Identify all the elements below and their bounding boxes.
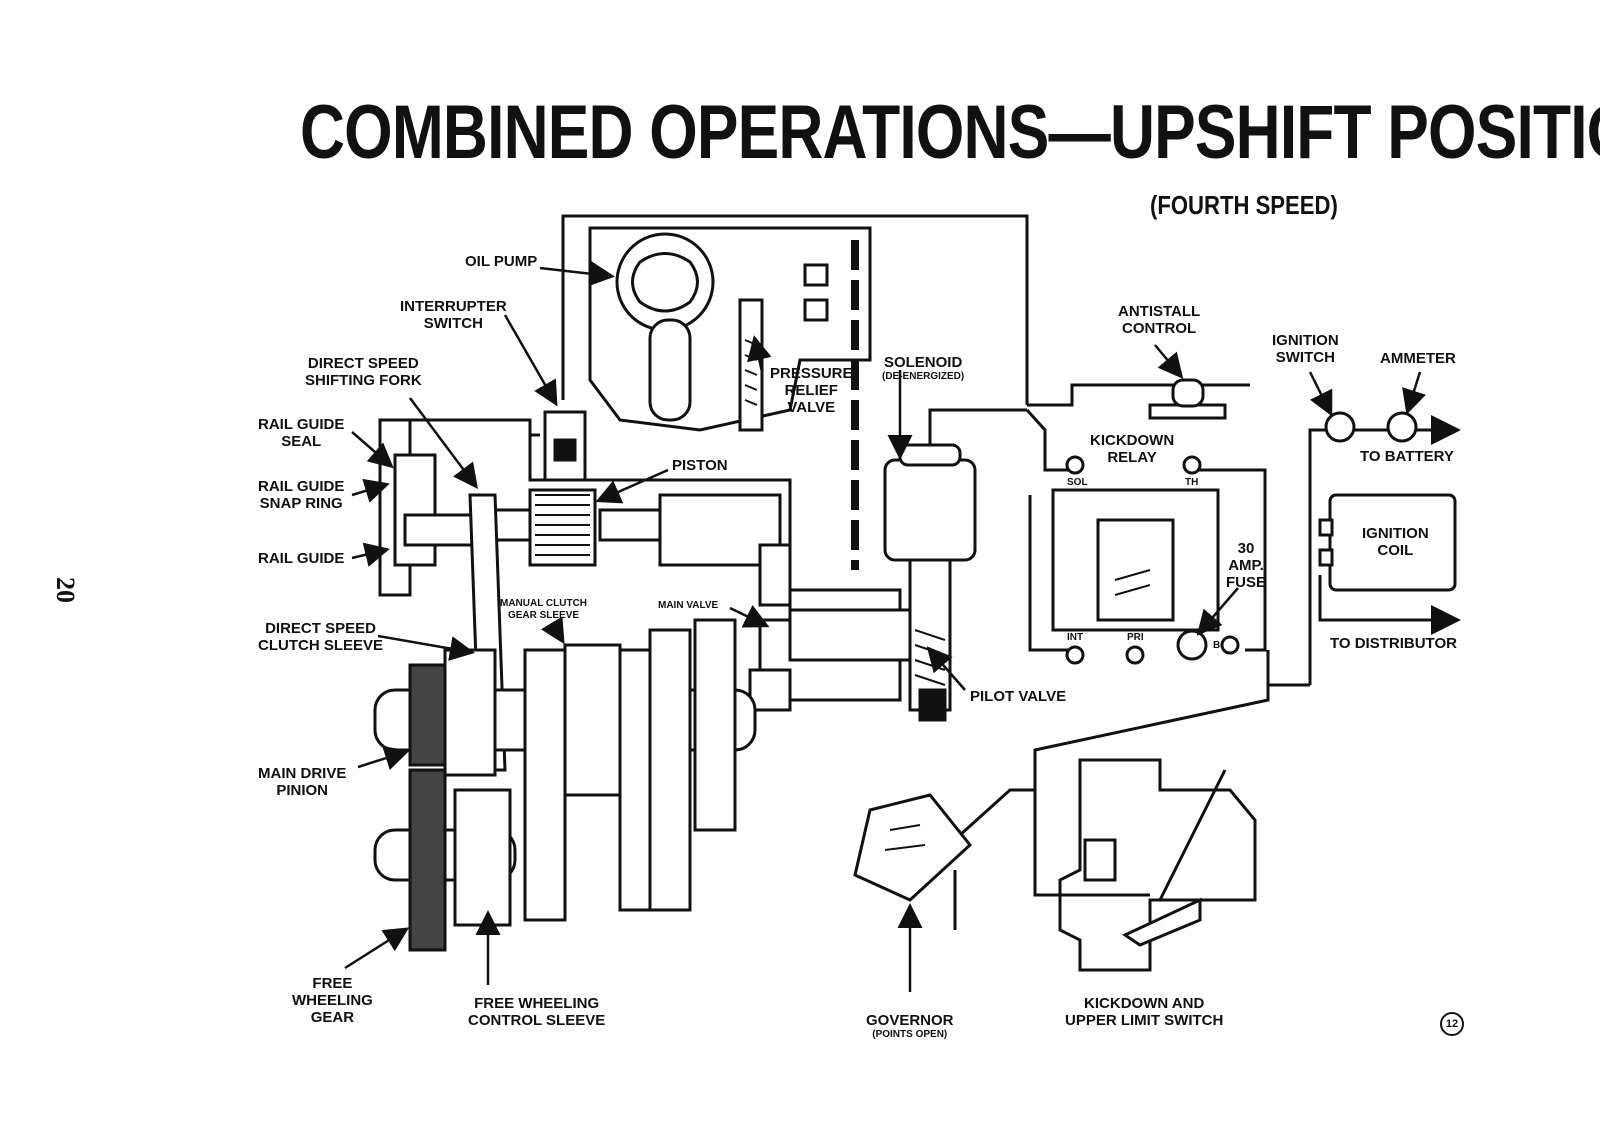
oil-line-top (561, 214, 1029, 405)
ignition-coil (1318, 493, 1457, 592)
wire-governor (1033, 650, 1270, 897)
label-kickdown-upper-limit-switch: KICKDOWN AND UPPER LIMIT SWITCH (1065, 995, 1224, 1029)
label-solenoid: SOLENOID (DE-ENERGIZED) (882, 337, 964, 400)
label-antistall-control: ANTISTALL CONTROL (1118, 303, 1201, 337)
wire-to-antistall (1027, 383, 1250, 407)
label-pressure-relief-valve: PRESSURE RELIEF VALVE (770, 365, 853, 416)
label-direct-speed-shifting-fork: DIRECT SPEED SHIFTING FORK (305, 355, 422, 389)
label-solenoid-name: SOLENOID (883, 354, 963, 371)
label-main-valve: MAIN VALVE (658, 600, 719, 611)
label-rail-guide: RAIL GUIDE (258, 550, 345, 567)
gear-train (373, 618, 757, 952)
label-governor-name: GOVERNOR (866, 1012, 954, 1029)
label-rail-guide-snap-ring: RAIL GUIDE SNAP RING (258, 478, 345, 512)
label-rail-guide-seal: RAIL GUIDE SEAL (258, 416, 345, 450)
valve-body (400, 418, 912, 712)
label-relay-pri: PRI (1127, 632, 1144, 643)
kickdown-relay (1051, 455, 1240, 665)
solenoid (883, 443, 977, 722)
figure-number: 12 (1440, 1012, 1464, 1036)
label-relay-b: B (1213, 640, 1221, 651)
label-kickdown-relay: KICKDOWN RELAY (1090, 432, 1175, 466)
label-piston: PISTON (672, 457, 728, 474)
label-direct-speed-clutch-sleeve: DIRECT SPEED CLUTCH SLEEVE (258, 620, 384, 654)
label-fuse: 30 AMP. FUSE (1226, 540, 1267, 591)
label-ammeter: AMMETER (1380, 350, 1456, 367)
wire-int (1028, 495, 1075, 652)
label-main-drive-pinion: MAIN DRIVE PINION (258, 765, 347, 799)
label-to-battery: TO BATTERY (1360, 448, 1454, 465)
wire-to-relay-sol (1025, 408, 1075, 472)
ammeter-symbol (1386, 411, 1418, 443)
label-relay-sol: SOL (1067, 477, 1088, 488)
ignition-switch-symbol (1324, 411, 1356, 443)
label-free-wheeling-control-sleeve: FREE WHEELING CONTROL SLEEVE (468, 995, 606, 1029)
label-pilot-valve: PILOT VALVE (970, 688, 1067, 705)
wire-to-solenoid (928, 408, 1027, 450)
label-ignition-coil: IGNITION COIL (1362, 525, 1429, 559)
label-governor: GOVERNOR (POINTS OPEN) (866, 995, 954, 1058)
label-relay-th: TH (1185, 477, 1199, 488)
label-to-distributor: TO DISTRIBUTOR (1330, 635, 1457, 652)
antistall-control (1148, 378, 1227, 420)
label-interrupter-switch: INTERRUPTER SWITCH (400, 298, 507, 332)
label-manual-clutch-gear-sleeve: MANUAL CLUTCH GEAR SLEEVE (500, 598, 588, 621)
wire-distributor (1318, 575, 1461, 635)
label-oil-pump: OIL PUMP (465, 253, 538, 270)
label-free-wheeling-gear: FREE WHEELING GEAR (292, 975, 373, 1026)
wire-th (1195, 468, 1267, 652)
page-subtitle: (FOURTH SPEED) (1150, 190, 1338, 220)
wire-gov-link (958, 788, 1035, 837)
label-governor-state: (POINTS OPEN) (872, 1029, 948, 1040)
governor (853, 793, 973, 930)
label-ignition-switch: IGNITION SWITCH (1272, 332, 1339, 366)
label-relay-int: INT (1067, 632, 1084, 643)
interrupter-switch (500, 410, 587, 484)
kickdown-upper-limit-switch (1058, 758, 1257, 972)
oil-pump (588, 226, 872, 570)
label-solenoid-state: (DE-ENERGIZED) (882, 371, 965, 382)
